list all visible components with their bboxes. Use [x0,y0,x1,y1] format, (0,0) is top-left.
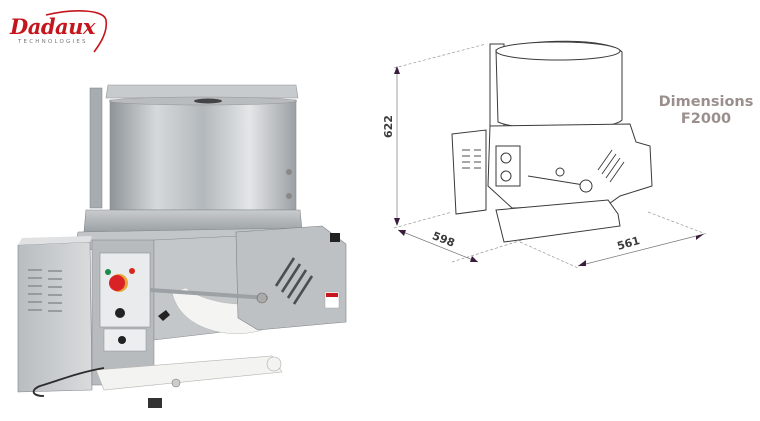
dimension-height: 622 [382,115,395,138]
dimensions-title-line1: Dimensions [658,94,754,110]
emergency-stop-icon [109,275,125,291]
dimensions-title-model: F2000 [680,111,732,127]
brand-name: Dadaux [10,14,95,39]
brand-tagline: TECHNOLOGIES [18,39,88,45]
dimensions-title: Dimensions F2000 [651,94,760,128]
product-photo [17,84,347,408]
brand-logo: Dadaux TECHNOLOGIES [6,6,116,54]
logo-swoosh-icon [45,10,108,53]
control-panel [99,252,151,328]
